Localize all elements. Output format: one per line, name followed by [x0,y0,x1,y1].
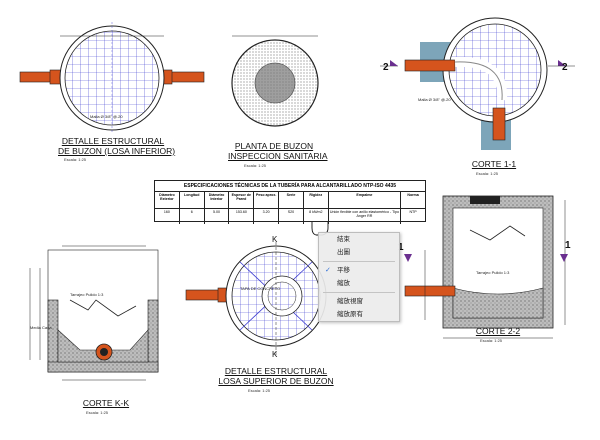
menu-item-zoom-original[interactable]: 縮放原有 [319,308,399,321]
spec-header-cell: Norma [407,193,419,197]
spec-value-cell: Unión flexible con anillo elastomérico -… [329,209,402,224]
section-marker-k-top: K [272,235,278,244]
section-marker-2-left: 2 [383,62,389,73]
menu-item-label: 縮放 [337,280,350,287]
menu-item-exit[interactable]: 結束 [319,233,399,246]
spec-table: ESPECIFICACIONES TÉCNICAS DE LA TUBERÍA … [154,180,426,224]
spec-value-cell: 5.00 [205,209,230,224]
spec-header-cell: Longitud [180,192,205,208]
spec-value-cell: 8 kN/m2 [304,209,329,224]
menu-item-label: 縮放原有 [337,311,363,318]
scale-losa-inferior: Escala: 1:25 [64,157,87,162]
note-malla-corte-1: Malla Ø 3/8" @.20 [418,97,451,102]
spec-value-cell: 153.60 [229,209,255,224]
scale-corte-1-1: Escala: 1:25 [476,171,499,176]
spec-table-value-row: 160 6 5.00 153.60 3.20 S20 8 kN/m2 Unión… [155,209,425,224]
title-losa-inferior: DETALLE ESTRUCTURAL DE BUZON (LOSA INFER… [58,136,176,156]
corte-1-1-plan [380,17,575,150]
note-media-cana: Media Caña [30,325,52,330]
checkmark-icon: ✓ [325,267,331,274]
spec-value-cell: 6 [180,209,205,224]
note-tarrajeo-corte-2: Tarrajeo Pulido 1:3 [476,270,510,275]
note-tapa-concreto: TAPA DE CONCRETO [240,286,281,291]
spec-header-cell: Rigidez [304,192,329,208]
menu-item-label: 平移 [337,267,350,274]
spec-value-cell: S20 [279,209,304,224]
spec-header-cell: Diámetro Interior [205,192,230,208]
title-corte-k-k: CORTE K-K [82,398,130,408]
title-corte-1-1: CORTE 1-1 [471,159,517,169]
spec-table-header-row: Diámetro Exterior Longitud Diámetro Inte… [155,192,425,209]
menu-item-zoom[interactable]: 縮放 [319,277,399,290]
scale-corte-k-k: Escala: 1:25 [86,410,109,415]
corte-2-2-section [404,195,568,339]
planta-buzon [231,35,319,127]
spec-table-title: ESPECIFICACIONES TÉCNICAS DE LA TUBERÍA … [155,181,425,192]
losa-superior-detail [185,242,327,356]
section-marker-1-right: 1 [565,240,571,251]
losa-inferior-detail [19,22,205,132]
spec-header-cell: Serie [279,192,304,208]
scale-losa-superior: Escala: 1:25 [248,388,271,393]
spec-value-cell: 160 [155,209,180,224]
title-planta-buzon: PLANTA DE BUZON INSPECCION SANITARIA [228,141,328,161]
corte-k-k-section [29,245,159,381]
menu-separator [323,261,395,262]
menu-separator [323,292,395,293]
section-marker-k-bottom: K [272,350,278,359]
title-corte-2-2: CORTE 2-2 [475,326,521,336]
menu-item-label: 縮放視窗 [337,298,363,305]
title-losa-superior: DETALLE ESTRUCTURAL LOSA SUPERIOR DE BUZ… [218,366,334,386]
spec-header-cell: Empalme [329,192,402,208]
spec-header-cell: Diámetro Exterior [155,192,180,208]
menu-item-label: 結束 [337,236,350,243]
note-malla-inferior: Malla Ø 3/8" @.20 [90,114,123,119]
menu-item-pan[interactable]: ✓ 平移 [319,264,399,277]
spec-header-cell: Peso aprox. [254,192,280,208]
spec-header-cell: Espesor de Pared [229,192,255,208]
spec-value-cell: NTP [409,210,417,214]
scale-corte-2-2: Escala: 1:25 [480,338,503,343]
menu-item-plot[interactable]: 出圖 [319,246,399,259]
scale-planta: Escala: 1:25 [244,163,267,168]
context-menu: 結束 出圖 ✓ 平移 縮放 縮放視窗 縮放原有 [318,232,400,322]
section-marker-1-left: 1 [398,242,404,253]
note-tarrajeo: Tarrajeo Pulido 1:3 [70,292,104,297]
menu-item-zoom-window[interactable]: 縮放視窗 [319,295,399,308]
menu-item-label: 出圖 [337,249,350,256]
spec-value-cell: 3.20 [254,209,280,224]
section-marker-2-right: 2 [562,62,568,73]
